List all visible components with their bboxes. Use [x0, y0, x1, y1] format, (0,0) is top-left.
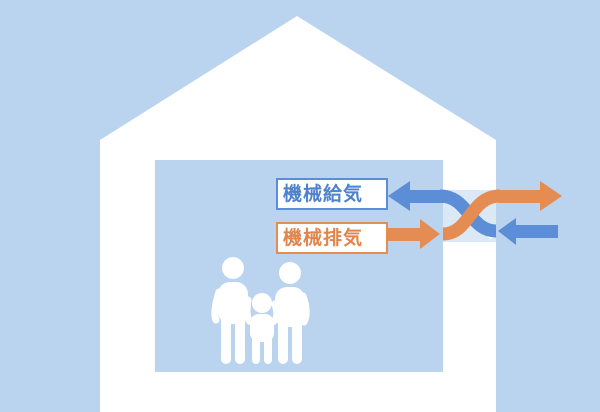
family-icon [211, 257, 310, 364]
mechanical-exhaust-label: 機械排気 [276, 222, 388, 254]
exhaust-arrow-icon [386, 181, 562, 249]
mechanical-supply-label: 機械給気 [276, 178, 388, 210]
